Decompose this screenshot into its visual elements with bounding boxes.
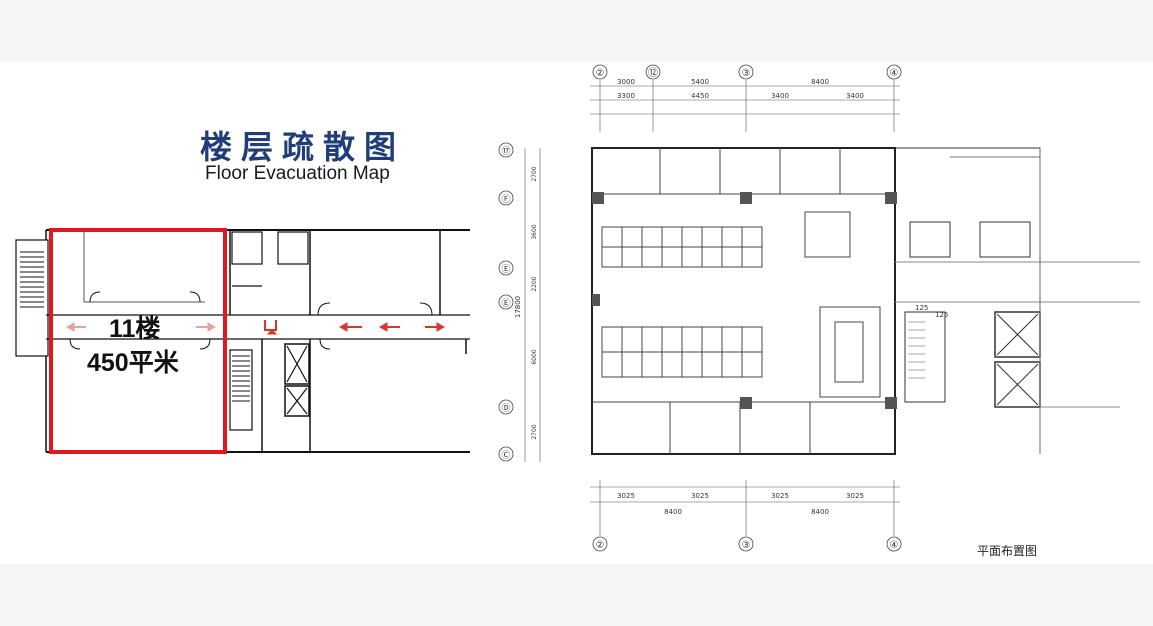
dim-left-4: 6000 xyxy=(531,349,538,364)
area-label: 450平米 xyxy=(87,349,179,377)
dim-top-1: 3000 xyxy=(617,78,635,86)
axis-label-left-4: Ⓔ xyxy=(501,298,510,309)
dim-left-3: 2200 xyxy=(531,276,538,291)
dim-top-r2-1: 3300 xyxy=(617,92,635,100)
dim-bottom-1: 3025 xyxy=(617,492,635,500)
stair-label-2: 125 xyxy=(935,311,948,319)
stair-label-1: 125 xyxy=(915,304,928,312)
dim-left-5: 2700 xyxy=(531,424,538,439)
floor-plan-panel: ② ⑫ ③ ④ ② ③ ④ ⑰ Ⓕ Ⓔ Ⓔ Ⓓ Ⓒ xyxy=(480,62,1153,564)
axis-label-top-4: ④ xyxy=(890,68,899,79)
axis-label-top-1: ② xyxy=(596,68,605,79)
evacuation-title-cn: 楼层疏散图 xyxy=(200,128,406,166)
dim-bottom-r2-2: 8400 xyxy=(811,508,829,516)
highlight-area-box xyxy=(49,228,227,454)
dim-bottom-r2-1: 8400 xyxy=(664,508,682,516)
evacuation-title-en: Floor Evacuation Map xyxy=(205,163,390,184)
slide: 楼层疏散图 Floor Evacuation Map 11楼 450平米 ② ⑫… xyxy=(0,62,1153,564)
dim-left-2: 3600 xyxy=(531,224,538,239)
dim-top-r2-4: 3400 xyxy=(846,92,864,100)
dim-bottom-3: 3025 xyxy=(771,492,789,500)
axis-label-top-2: ⑫ xyxy=(648,67,658,79)
floor-plan-drawing: ② ⑫ ③ ④ ② ③ ④ ⑰ Ⓕ Ⓔ Ⓔ Ⓓ Ⓒ xyxy=(498,64,1140,552)
axis-label-left-1: ⑰ xyxy=(501,146,510,157)
axis-label-bottom-3: ④ xyxy=(890,540,899,551)
dim-top-r2-3: 3400 xyxy=(771,92,789,100)
axis-label-left-5: Ⓓ xyxy=(501,403,510,414)
dim-top-r2-2: 4450 xyxy=(691,92,709,100)
plan-caption: 平面布置图 xyxy=(977,544,1038,558)
axis-label-top-3: ③ xyxy=(742,68,751,79)
evacuation-map-drawing xyxy=(15,228,470,454)
dim-left-total: 17800 xyxy=(514,296,522,318)
axis-label-left-6: Ⓒ xyxy=(501,450,510,461)
dim-bottom-2: 3025 xyxy=(691,492,709,500)
dim-top-2: 5400 xyxy=(691,78,709,86)
dim-left-1: 2700 xyxy=(531,166,538,181)
dim-top-3: 8400 xyxy=(811,78,829,86)
evacuation-map-panel: 楼层疏散图 Floor Evacuation Map 11楼 450平米 xyxy=(0,62,480,564)
axis-label-bottom-2: ③ xyxy=(742,540,751,551)
axis-label-left-3: Ⓔ xyxy=(501,264,510,275)
floor-label: 11楼 xyxy=(109,315,161,343)
dim-bottom-4: 3025 xyxy=(846,492,864,500)
axis-label-bottom-1: ② xyxy=(596,540,605,551)
axis-label-left-2: Ⓕ xyxy=(501,194,510,205)
